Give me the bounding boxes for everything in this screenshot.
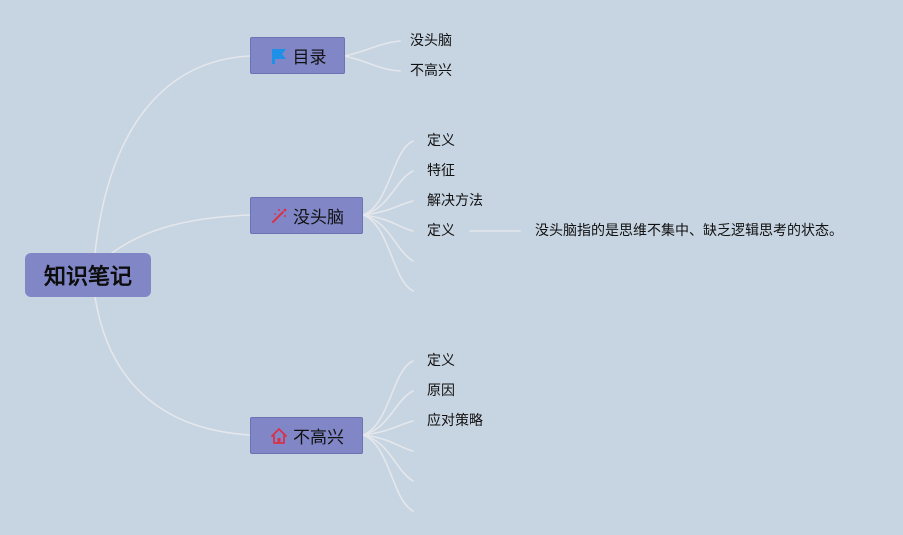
- leaf-mulu-1[interactable]: 没头脑: [410, 33, 452, 49]
- connector-bgx-6: [362, 434, 414, 512]
- branch-node-bugaoxing[interactable]: 不高兴: [250, 417, 363, 454]
- root-label: 知识笔记: [43, 265, 132, 290]
- root-node[interactable]: 知识笔记: [25, 253, 151, 297]
- leaf-meitounao-4[interactable]: 定义: [427, 223, 455, 239]
- magic-wand-icon: [269, 206, 289, 226]
- leaf-bugaoxing-2[interactable]: 原因: [427, 383, 455, 399]
- connector-bgx-3: [362, 420, 414, 436]
- branch-label-bugaoxing: 不高兴: [293, 428, 344, 448]
- leaf-mulu-2[interactable]: 不高兴: [410, 63, 452, 79]
- connector-mtn-4: [362, 214, 414, 232]
- connector-mtn-5: [362, 214, 414, 262]
- leaf-meitounao-detail[interactable]: 没头脑指的是思维不集中、缺乏逻辑思考的状态。: [535, 223, 843, 239]
- branch-label-meitounao: 没头脑: [293, 208, 344, 228]
- connector-bgx-2: [362, 390, 414, 436]
- connector-root-mulu: [94, 55, 251, 254]
- leaf-meitounao-1[interactable]: 定义: [427, 133, 455, 149]
- connector-bgx-5: [362, 434, 414, 482]
- branch-label-mulu: 目录: [292, 48, 327, 68]
- connector-mtn-6: [362, 214, 414, 292]
- connector-bgx-4: [362, 434, 414, 452]
- connector-mtn-1: [362, 140, 414, 216]
- home-icon: [269, 426, 289, 446]
- flag-icon: [269, 46, 289, 66]
- leaf-bugaoxing-3[interactable]: 应对策略: [427, 413, 483, 429]
- leaf-meitounao-2[interactable]: 特征: [427, 163, 455, 179]
- branch-node-mulu[interactable]: 目录: [250, 37, 345, 74]
- branch-node-meitounao[interactable]: 没头脑: [250, 197, 363, 234]
- connector-root-bugaoxing: [94, 296, 251, 436]
- connector-root-meitounao: [111, 214, 251, 254]
- connector-mulu-1: [344, 40, 401, 57]
- connector-bgx-1: [362, 360, 414, 436]
- connector-mtn-3: [362, 200, 414, 216]
- connector-mtn-2: [362, 170, 414, 216]
- connector-mulu-2: [344, 55, 401, 72]
- leaf-bugaoxing-1[interactable]: 定义: [427, 353, 455, 369]
- leaf-meitounao-3[interactable]: 解决方法: [427, 193, 483, 209]
